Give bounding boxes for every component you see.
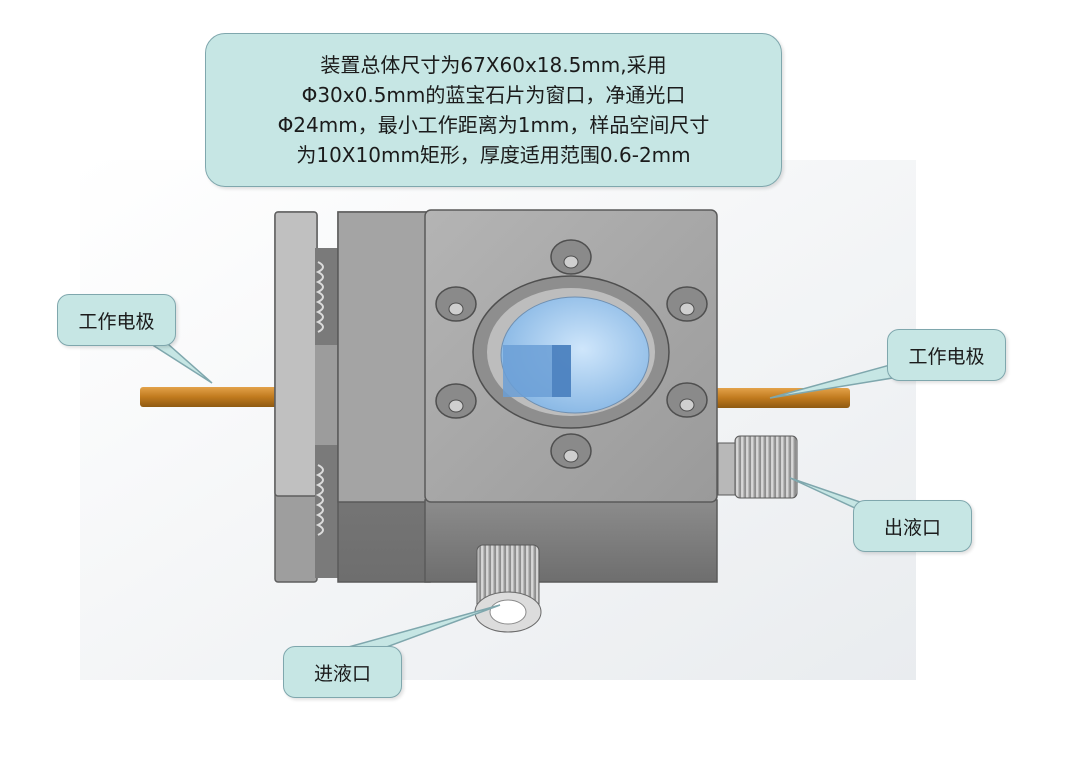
- working-electrode-left-rod: [140, 387, 280, 407]
- inlet-knob: [474, 544, 542, 633]
- label-inlet: 进液口: [283, 646, 402, 698]
- label-working-electrode-left-text: 工作电极: [78, 310, 155, 333]
- label-working-electrode-left: 工作电极: [57, 294, 176, 346]
- label-outlet-text: 出液口: [883, 516, 941, 539]
- sapphire-window: [472, 275, 670, 429]
- description-line-1: 装置总体尺寸为67X60x18.5mm,采用: [320, 53, 667, 77]
- label-outlet: 出液口: [853, 500, 972, 552]
- description-line-2: Φ30x0.5mm的蓝宝石片为窗口，净通光口: [301, 83, 686, 107]
- cell-body: [337, 211, 718, 583]
- label-working-electrode-right-text: 工作电极: [908, 345, 985, 368]
- left-clamp-plate: [274, 211, 318, 583]
- label-working-electrode-right: 工作电极: [887, 329, 1006, 381]
- outlet-knob: [717, 435, 798, 499]
- working-electrode-right-rod: [715, 388, 850, 408]
- springs: [315, 248, 340, 578]
- screw-holes: [435, 239, 708, 469]
- label-inlet-text: 进液口: [313, 662, 371, 685]
- description-line-4: 为10X10mm矩形，厚度适用范围0.6-2mm: [296, 143, 691, 167]
- description-callout: 装置总体尺寸为67X60x18.5mm,采用 Φ30x0.5mm的蓝宝石片为窗口…: [205, 33, 782, 187]
- description-line-3: Φ24mm，最小工作距离为1mm，样品空间尺寸: [277, 113, 710, 137]
